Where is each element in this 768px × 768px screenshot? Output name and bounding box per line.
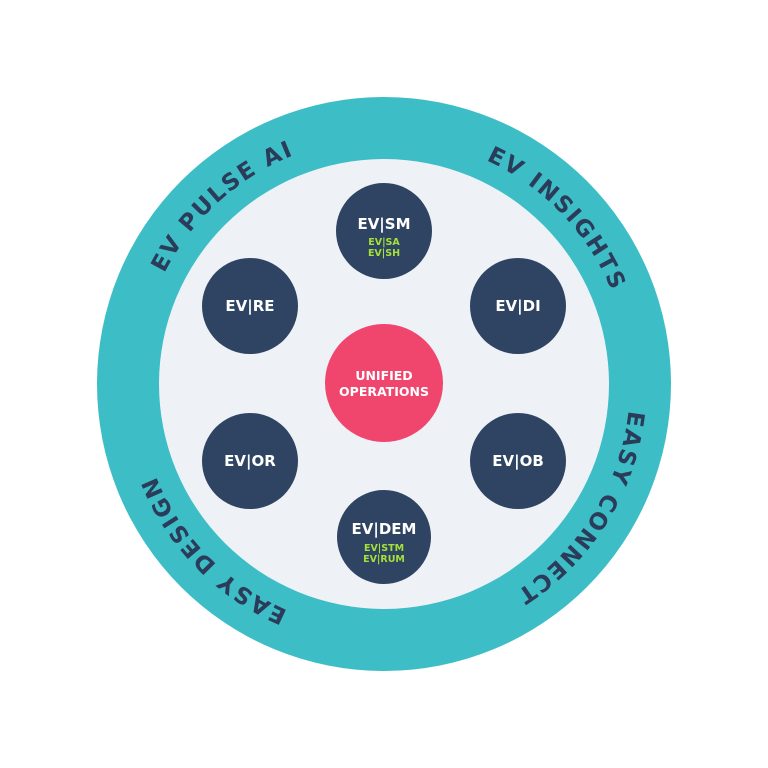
node-ev-or: EV|OR (202, 413, 298, 509)
node-circle (202, 258, 298, 354)
node-title: EV|DEM (352, 520, 417, 539)
node-ev-sm: EV|SM EV|SA EV|SH (336, 183, 432, 279)
node-circle (470, 258, 566, 354)
node-sub: EV|STM (364, 543, 404, 554)
center-circle (325, 324, 443, 442)
node-ev-di: EV|DI (470, 258, 566, 354)
node-title: EV|OB (492, 452, 544, 471)
node-title: EV|OR (224, 452, 276, 471)
node-ev-ob: EV|OB (470, 413, 566, 509)
node-sub: EV|SH (368, 248, 400, 259)
center-line-2: OPERATIONS (339, 384, 429, 399)
center-line-1: UNIFIED (355, 368, 412, 383)
center-node-unified-operations: UNIFIED OPERATIONS (325, 324, 443, 442)
node-title: EV|SM (357, 215, 410, 234)
node-ev-re: EV|RE (202, 258, 298, 354)
node-circle (337, 490, 431, 584)
node-circle (202, 413, 298, 509)
node-circle (470, 413, 566, 509)
node-ev-dem: EV|DEM EV|STM EV|RUM (337, 490, 431, 584)
node-title: EV|RE (225, 297, 274, 316)
node-sub: EV|SA (368, 237, 400, 248)
node-sub: EV|RUM (363, 554, 405, 565)
node-title: EV|DI (495, 297, 540, 316)
node-circle (336, 183, 432, 279)
